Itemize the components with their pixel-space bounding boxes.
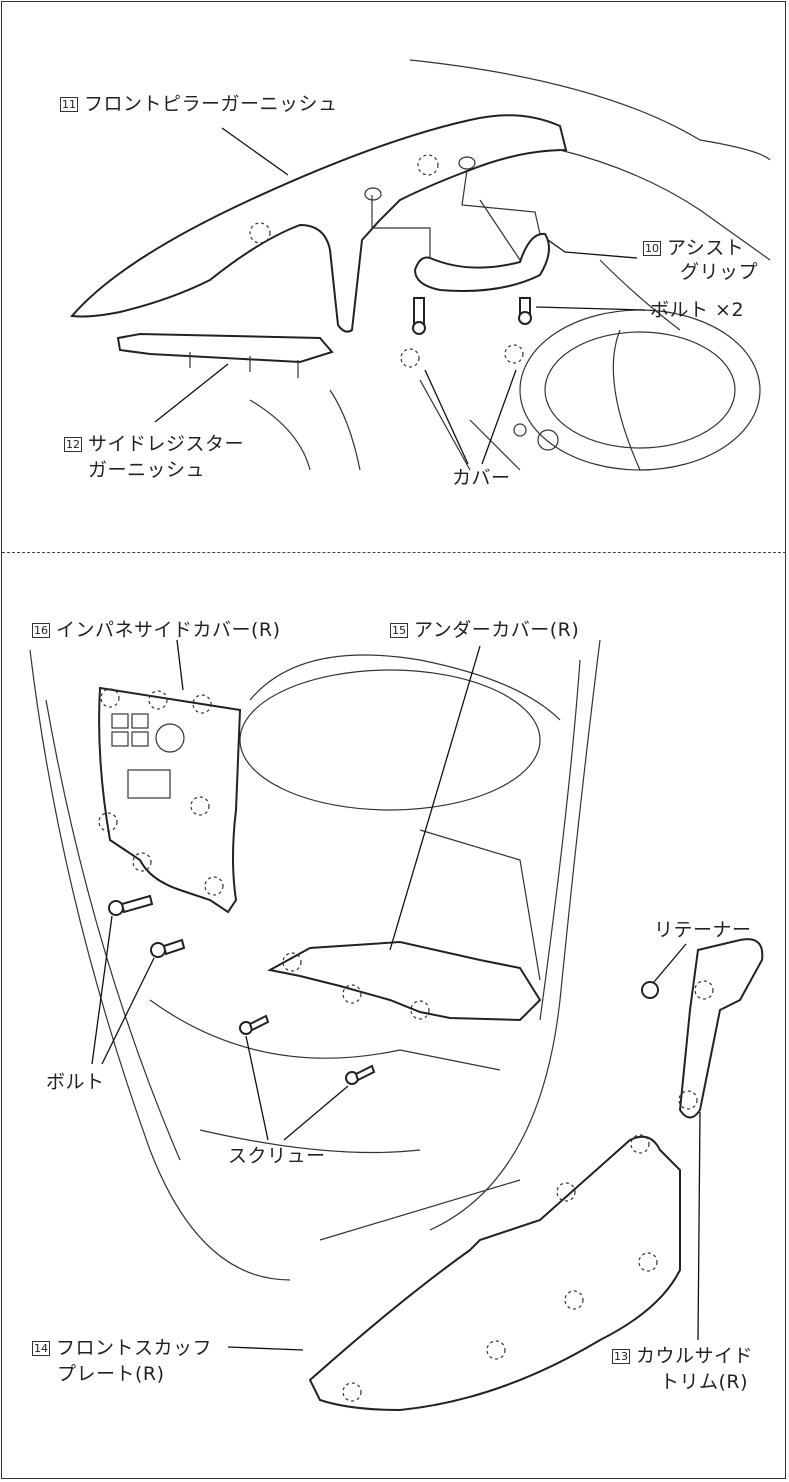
part-number-12: 12 (64, 437, 82, 452)
label-side-register-garnish: 12 サイドレジスター (64, 432, 244, 456)
label-bolts: ボルト (46, 1070, 105, 1094)
cowl-side-trim (678, 938, 764, 1119)
label-text: グリップ (680, 261, 759, 283)
label-bolts-x2: ボルト ×2 (650, 298, 744, 322)
part-number-15: 15 (390, 623, 408, 638)
label-screws: スクリュー (228, 1144, 326, 1168)
label-cover: カバー (452, 466, 511, 490)
assist-grip (371, 169, 550, 292)
under-cover (267, 940, 542, 1022)
screws (239, 1014, 376, 1085)
label-assist-grip-line2: グリップ (680, 260, 758, 284)
label-text: アシスト (667, 237, 745, 259)
bottom-background-lines (29, 639, 601, 1281)
bolts-top (400, 297, 532, 368)
retainer (641, 981, 659, 999)
side-register-garnish (116, 332, 334, 378)
top-background-lines (249, 59, 771, 471)
bottom-leader-lines (91, 639, 701, 1351)
label-cowl-side-trim: 13 カウルサイド (612, 1344, 753, 1368)
top-leader-lines (154, 127, 646, 465)
part-number-11: 11 (60, 97, 78, 112)
label-text: スクリュー (228, 1145, 326, 1167)
label-text: ボルト (46, 1071, 105, 1093)
label-text: プレート(R) (57, 1363, 165, 1385)
bolts-bottom (108, 894, 186, 958)
label-retainer: リテーナー (654, 918, 752, 942)
label-text: ガーニッシュ (88, 459, 206, 481)
part-number-16: 16 (32, 623, 50, 638)
label-text: ボルト ×2 (650, 299, 745, 321)
section-divider (2, 552, 786, 553)
label-text: カバー (452, 467, 511, 489)
label-under-cover: 15 アンダーカバー(R) (390, 618, 579, 642)
part-number-10: 10 (643, 241, 661, 256)
label-front-scuff-plate: 14 フロントスカッフ (32, 1336, 212, 1360)
part-number-14: 14 (32, 1341, 50, 1356)
front-pillar-garnish (70, 114, 568, 333)
label-front-scuff-plate-line2: プレート(R) (57, 1362, 165, 1386)
label-instrument-panel-side-cover: 16 インパネサイドカバー(R) (32, 618, 281, 642)
front-scuff-plate (308, 1134, 681, 1412)
instrument-panel-side-cover (98, 686, 242, 914)
label-text: フロントピラーガーニッシュ (84, 93, 338, 115)
label-text: フロントスカッフ (56, 1337, 213, 1359)
label-text: トリム(R) (660, 1371, 749, 1393)
label-text: サイドレジスター (88, 433, 245, 455)
label-side-register-garnish-line2: ガーニッシュ (88, 458, 205, 482)
label-text: インパネサイドカバー(R) (56, 619, 281, 641)
label-text: リテーナー (654, 919, 752, 941)
label-text: アンダーカバー(R) (414, 619, 580, 641)
label-front-pillar-garnish: 11 フロントピラーガーニッシュ (60, 92, 338, 116)
part-number-13: 13 (612, 1349, 630, 1364)
label-text: カウルサイド (636, 1345, 754, 1367)
label-assist-grip: 10 アシスト (643, 236, 744, 260)
label-cowl-side-trim-line2: トリム(R) (660, 1370, 748, 1394)
